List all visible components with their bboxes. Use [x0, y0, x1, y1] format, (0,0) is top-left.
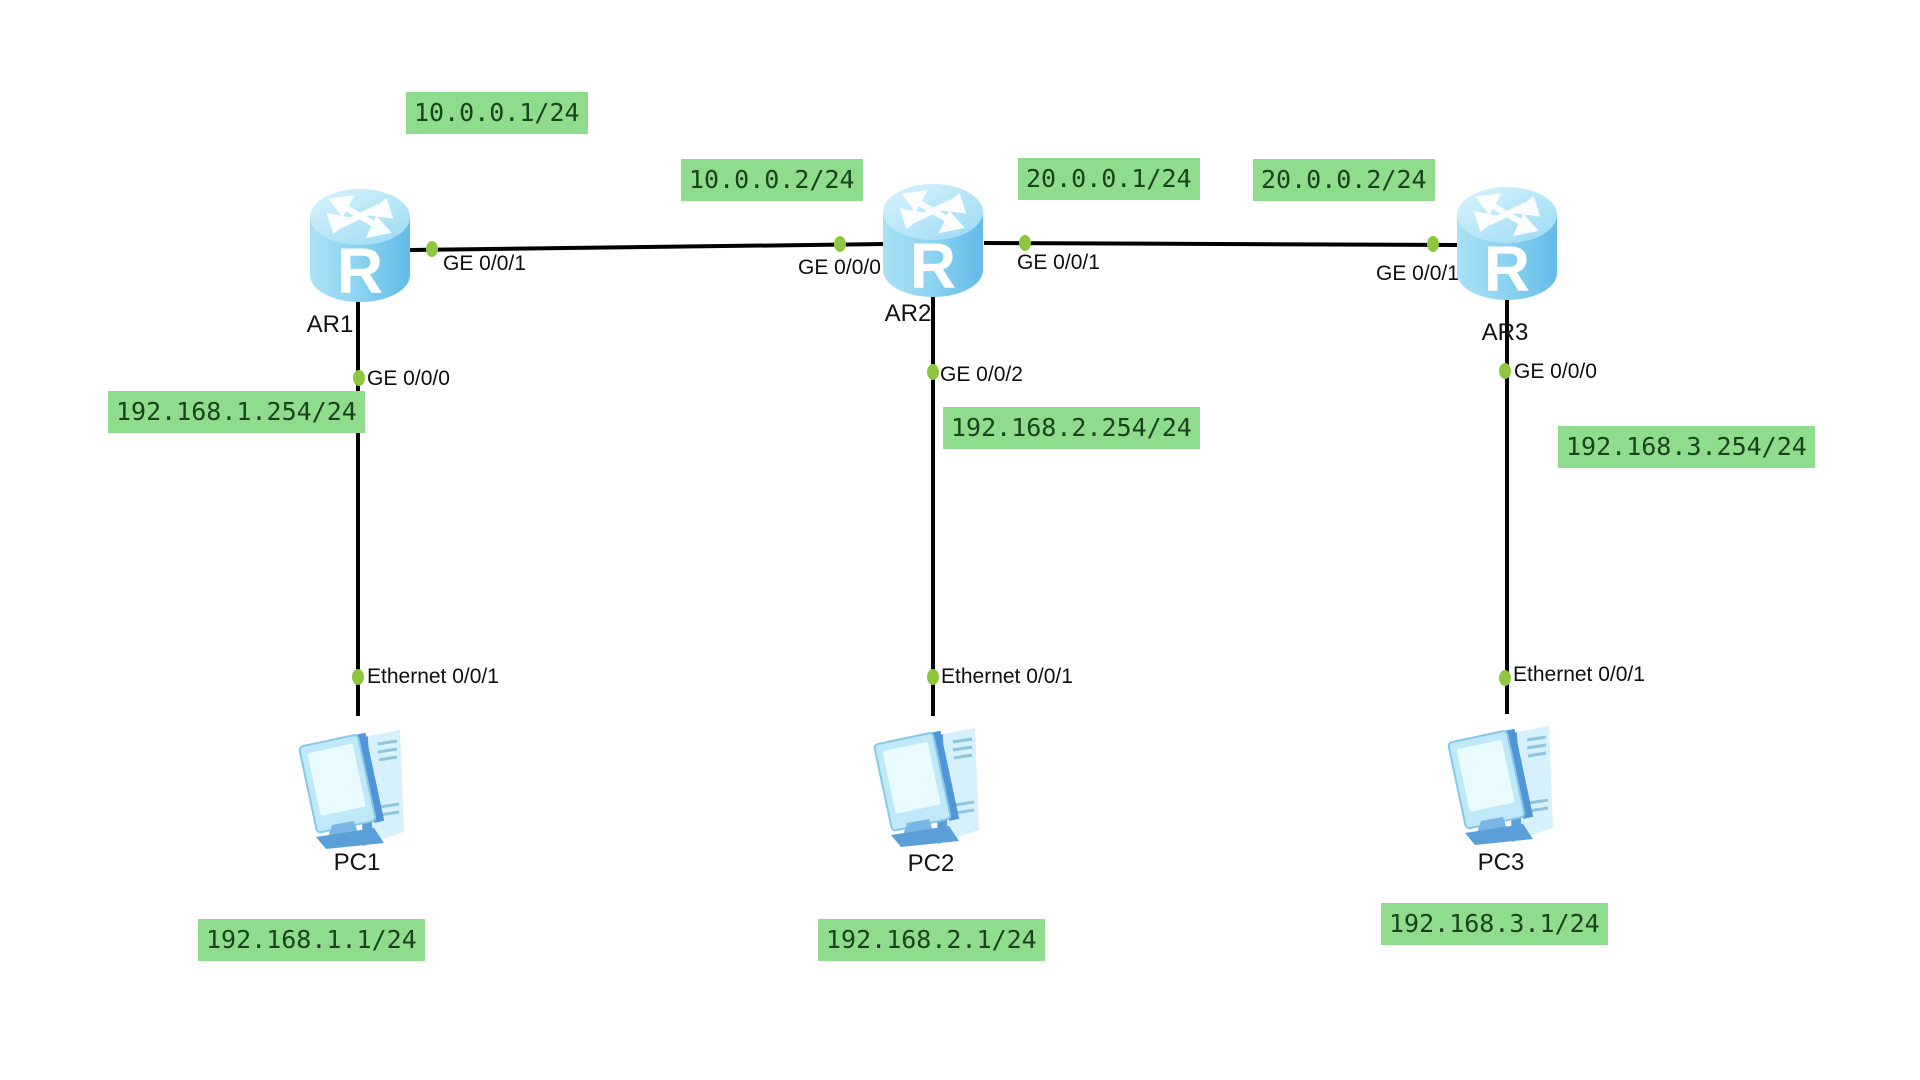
iface-label-ar3-ge000: GE 0/0/0 [1514, 360, 1597, 383]
device-label-ar1: AR1 [306, 311, 354, 338]
port-dot-ar2-ge002 [927, 364, 939, 380]
device-label-ar2: AR2 [884, 300, 932, 327]
iface-label-ar1-ge001: GE 0/0/1 [443, 252, 526, 275]
port-dot-ar1-ge000 [353, 370, 365, 386]
ip-annotation-10-0-0-1[interactable]: 10.0.0.1/24 [406, 92, 588, 134]
device-label-pc2: PC2 [907, 850, 955, 877]
router-icon [307, 183, 413, 308]
router-icon [880, 178, 986, 303]
device-label-ar3: AR3 [1481, 319, 1529, 346]
ip-annotation-192-168-1-254[interactable]: 192.168.1.254/24 [108, 391, 365, 433]
router-icon [1454, 181, 1560, 306]
device-ar1[interactable] [307, 183, 413, 308]
ip-annotation-192-168-2-1[interactable]: 192.168.2.1/24 [818, 919, 1045, 961]
port-dot-pc2-eth001 [927, 669, 939, 685]
device-pc1[interactable] [296, 711, 408, 849]
link-ar2-ar3[interactable] [983, 241, 1461, 247]
ip-annotation-20-0-0-2[interactable]: 20.0.0.2/24 [1253, 159, 1435, 201]
pc-icon [1445, 707, 1557, 845]
iface-label-ar1-ge000: GE 0/0/0 [367, 367, 450, 390]
device-label-pc3: PC3 [1477, 849, 1525, 876]
pc-icon [296, 711, 408, 849]
link-ar1-ar2[interactable] [409, 242, 887, 252]
iface-label-ar3-ge001: GE 0/0/1 [1376, 262, 1459, 285]
ip-annotation-192-168-2-254[interactable]: 192.168.2.254/24 [943, 407, 1200, 449]
iface-label-ar2-ge002: GE 0/0/2 [940, 363, 1023, 386]
device-pc3[interactable] [1445, 707, 1557, 845]
iface-label-ar2-ge001: GE 0/0/1 [1017, 251, 1100, 274]
pc-icon [871, 709, 983, 847]
port-dot-ar3-ge000 [1499, 363, 1511, 379]
port-dot-ar2-ge000 [834, 236, 846, 252]
ip-annotation-192-168-3-1[interactable]: 192.168.3.1/24 [1381, 903, 1608, 945]
device-label-pc1: PC1 [333, 849, 381, 876]
ip-annotation-10-0-0-2[interactable]: 10.0.0.2/24 [681, 159, 863, 201]
port-dot-ar3-ge001 [1427, 236, 1439, 252]
iface-label-pc2-eth001: Ethernet 0/0/1 [941, 665, 1073, 688]
port-dot-ar1-ge001 [426, 241, 438, 257]
iface-label-ar2-ge000: GE 0/0/0 [798, 256, 881, 279]
ip-annotation-192-168-1-1[interactable]: 192.168.1.1/24 [198, 919, 425, 961]
ip-annotation-192-168-3-254[interactable]: 192.168.3.254/24 [1558, 426, 1815, 468]
device-ar2[interactable] [880, 178, 986, 303]
port-dot-ar2-ge001 [1019, 235, 1031, 251]
device-ar3[interactable] [1454, 181, 1560, 306]
ip-annotation-20-0-0-1[interactable]: 20.0.0.1/24 [1018, 158, 1200, 200]
device-pc2[interactable] [871, 709, 983, 847]
port-dot-pc3-eth001 [1499, 670, 1511, 686]
port-dot-pc1-eth001 [352, 669, 364, 685]
iface-label-pc1-eth001: Ethernet 0/0/1 [367, 665, 499, 688]
iface-label-pc3-eth001: Ethernet 0/0/1 [1513, 663, 1645, 686]
